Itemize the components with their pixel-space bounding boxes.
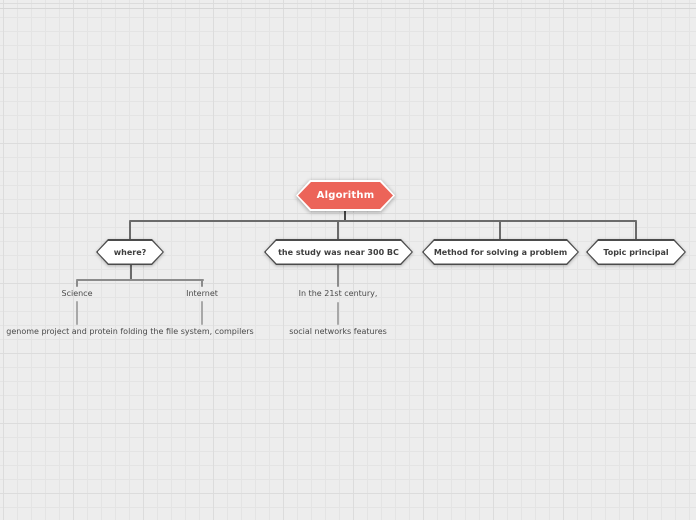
connector-century-child <box>337 302 339 325</box>
subtopic-21st-century[interactable]: In the 21st century, <box>298 289 378 298</box>
root-topic-label: Algorithm <box>298 182 393 209</box>
connector-drop-topic <box>635 221 637 240</box>
connector-internet-child <box>201 301 203 325</box>
connector-drop-internet <box>201 280 203 287</box>
connector-drop-science <box>76 280 78 287</box>
topic-node-principal[interactable]: Topic principal <box>586 239 686 265</box>
topic-label: where? <box>98 241 163 264</box>
topic-label: Method for solving a problem <box>424 241 578 264</box>
topic-node-method[interactable]: Method for solving a problem <box>422 239 579 265</box>
connector-bus-where-children <box>76 279 204 281</box>
connector-drop-study <box>337 221 339 240</box>
connector-drop-method <box>499 221 501 240</box>
connector-science-child <box>76 301 78 325</box>
subtopic-file-system[interactable]: the file system, compilers <box>150 327 254 336</box>
subtopic-science[interactable]: Science <box>61 289 93 298</box>
subtopic-internet[interactable]: Internet <box>186 289 218 298</box>
canvas-top-edge <box>0 8 696 9</box>
topic-node-where[interactable]: where? <box>96 239 164 265</box>
topic-node-study-300bc[interactable]: the study was near 300 BC <box>264 239 413 265</box>
connector-study-tail <box>337 264 339 287</box>
topic-label: Topic principal <box>588 241 685 264</box>
connector-bus-level1 <box>129 220 637 222</box>
topic-label: the study was near 300 BC <box>266 241 412 264</box>
root-topic-node[interactable]: Algorithm <box>296 180 395 211</box>
connector-drop-where <box>129 221 131 240</box>
subtopic-genome-project[interactable]: genome project and protein folding <box>6 327 148 336</box>
connector-root-tail <box>344 210 346 221</box>
connector-where-tail <box>130 264 132 280</box>
subtopic-social-networks[interactable]: social networks features <box>289 327 387 336</box>
